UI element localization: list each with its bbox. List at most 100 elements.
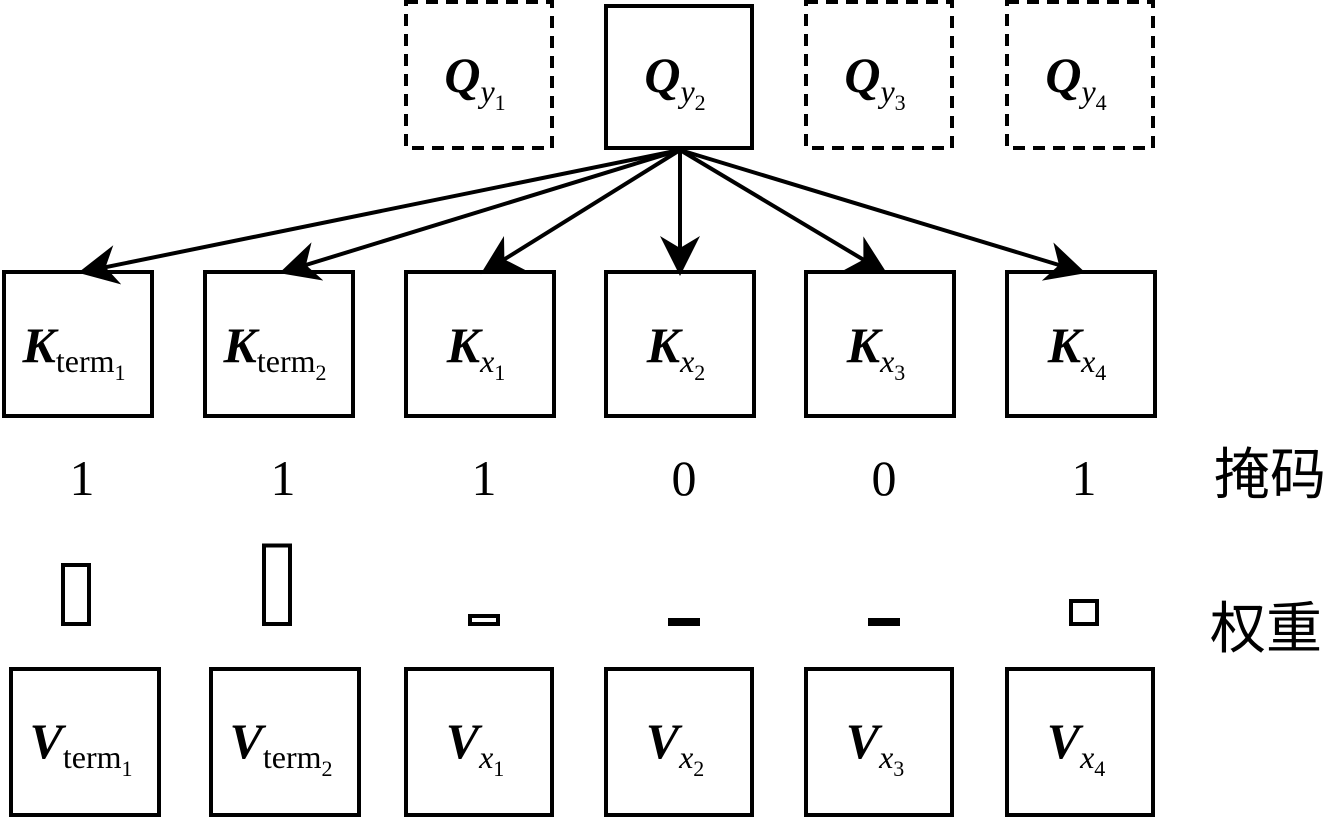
- value-3-subsubscript: 1: [493, 756, 504, 781]
- weight-bar-3: [468, 614, 500, 626]
- value-box-frame: [804, 667, 954, 817]
- key-box-frame: [604, 270, 756, 418]
- arrow-to-key-2: [279, 148, 681, 281]
- query-3-symbol: Q: [844, 47, 880, 103]
- value-2-subsubscript: 2: [322, 756, 333, 781]
- weight-bar-5: [868, 618, 900, 626]
- query-1-label: Qy1: [444, 47, 505, 115]
- value-2-subscript: term: [263, 739, 322, 775]
- key-box-3: Kx1: [404, 270, 556, 418]
- value-3-label: Vx1: [446, 713, 505, 781]
- value-box-frame: [209, 667, 361, 817]
- value-6-label: Vx4: [1047, 713, 1106, 781]
- key-1-subscript: term: [56, 343, 115, 379]
- value-4-subscript: x: [678, 739, 693, 775]
- value-box-frame: [604, 667, 754, 817]
- value-6-symbol: V: [1047, 713, 1084, 769]
- weight-row: [61, 543, 1099, 626]
- query-4-subscript: y: [1078, 73, 1096, 109]
- query-2-subsubscript: 2: [695, 90, 706, 115]
- key-5-subsubscript: 3: [894, 360, 905, 385]
- value-6-subscript: x: [1079, 739, 1094, 775]
- key-2-label: Kterm2: [223, 317, 327, 385]
- weight-bar-4: [668, 618, 700, 626]
- query-4-label: Qy4: [1045, 47, 1106, 115]
- value-4-symbol: V: [646, 713, 683, 769]
- query-box-frame: [404, 0, 554, 150]
- value-box-3: Vx1: [404, 667, 554, 817]
- query-2-subscript: y: [677, 73, 695, 109]
- mask-value-5: 0: [872, 450, 897, 506]
- key-box-6: Kx4: [1005, 270, 1157, 418]
- query-box-frame: [1005, 0, 1155, 150]
- key-3-symbol: K: [446, 317, 484, 373]
- key-3-subscript: x: [479, 343, 494, 379]
- value-6-subsubscript: 4: [1094, 756, 1105, 781]
- mask-value-4: 0: [672, 450, 697, 506]
- key-2-subscript: term: [257, 343, 316, 379]
- query-3-label: Qy3: [844, 47, 905, 115]
- value-4-label: Vx2: [646, 713, 705, 781]
- value-5-label: Vx3: [846, 713, 905, 781]
- key-box-frame: [404, 270, 556, 418]
- value-4-subsubscript: 2: [693, 756, 704, 781]
- key-box-frame: [203, 270, 355, 418]
- value-box-1: Vterm1: [9, 667, 161, 817]
- value-3-subscript: x: [478, 739, 493, 775]
- key-box-1: Kterm1: [2, 270, 154, 418]
- query-2-symbol: Q: [644, 47, 680, 103]
- query-box-4: Qy4: [1005, 0, 1155, 150]
- key-box-frame: [1005, 270, 1157, 418]
- key-box-frame: [2, 270, 154, 418]
- mask-value-6: 1: [1072, 450, 1097, 506]
- query-box-2: Qy2: [604, 4, 754, 150]
- mask-value-2: 1: [271, 450, 296, 506]
- key-4-symbol: K: [646, 317, 684, 373]
- query-4-symbol: Q: [1045, 47, 1081, 103]
- arrow-to-key-3: [480, 148, 682, 275]
- value-box-4: Vx2: [604, 667, 754, 817]
- value-3-symbol: V: [446, 713, 483, 769]
- value-box-2: Vterm2: [209, 667, 361, 817]
- value-1-label: Vterm1: [30, 713, 133, 781]
- query-box-frame: [804, 0, 954, 150]
- key-box-frame: [804, 270, 956, 418]
- mask-value-1: 1: [70, 450, 95, 506]
- arrow-to-key-1: [78, 148, 681, 285]
- key-3-subsubscript: 1: [494, 360, 505, 385]
- mask-row: 1 1 1 0 0 1: [70, 450, 1097, 506]
- value-2-label: Vterm2: [230, 713, 333, 781]
- value-box-frame: [1005, 667, 1155, 817]
- key-5-subscript: x: [879, 343, 894, 379]
- query-2-label: Qy2: [644, 47, 705, 115]
- key-box-2: Kterm2: [203, 270, 355, 418]
- value-1-subsubscript: 1: [122, 756, 133, 781]
- value-box-5: Vx3: [804, 667, 954, 817]
- mask-value-3: 1: [472, 450, 497, 506]
- value-box-6: Vx4: [1005, 667, 1155, 817]
- query-1-subscript: y: [477, 73, 495, 109]
- key-2-symbol: K: [223, 317, 261, 373]
- key-1-symbol: K: [22, 317, 60, 373]
- key-1-subsubscript: 1: [115, 360, 126, 385]
- query-box-frame: [604, 4, 754, 150]
- key-1-label: Kterm1: [22, 317, 126, 385]
- key-4-subsubscript: 2: [694, 360, 705, 385]
- key-5-label: Kx3: [846, 317, 906, 385]
- value-1-subscript: term: [63, 739, 122, 775]
- key-4-subscript: x: [679, 343, 694, 379]
- query-3-subsubscript: 3: [895, 90, 906, 115]
- key-3-label: Kx1: [446, 317, 506, 385]
- key-6-subsubscript: 4: [1095, 360, 1106, 385]
- key-6-label: Kx4: [1047, 317, 1107, 385]
- key-6-symbol: K: [1047, 317, 1085, 373]
- key-4-label: Kx2: [646, 317, 706, 385]
- query-3-subscript: y: [877, 73, 895, 109]
- key-box-5: Kx3: [804, 270, 956, 418]
- arrow-to-key-5: [678, 148, 888, 275]
- query-box-1: Qy1: [404, 0, 554, 150]
- attention-arrows: [78, 148, 1086, 285]
- query-1-subsubscript: 1: [495, 90, 506, 115]
